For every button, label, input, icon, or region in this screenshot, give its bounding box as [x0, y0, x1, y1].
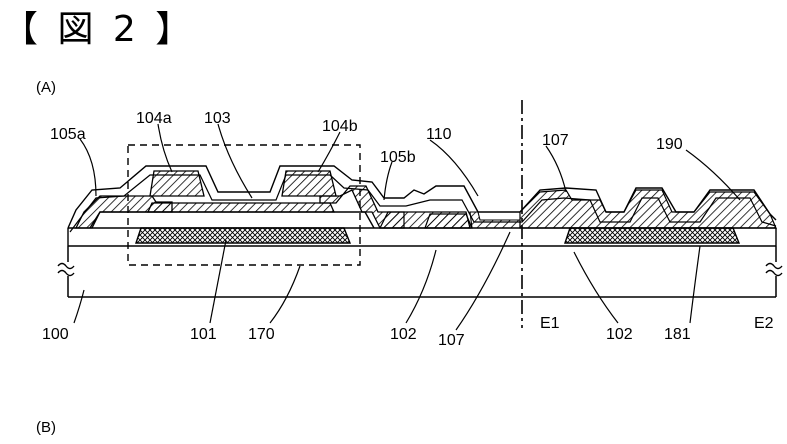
wiring-110: [470, 212, 520, 228]
layer-181: [565, 228, 739, 243]
gate-insulator: [90, 212, 374, 228]
substrate-100: [58, 246, 782, 297]
ref-100: 100: [42, 326, 69, 343]
ref-181: 181: [664, 326, 691, 343]
pixel-electrode-190: [520, 190, 776, 228]
ref-102-right: 102: [606, 326, 633, 343]
ref-102-left: 102: [390, 326, 417, 343]
ref-e1: E1: [540, 315, 560, 332]
ref-107-bottom: 107: [438, 332, 465, 349]
ref-110: 110: [426, 126, 452, 143]
semiconductor-103: [148, 203, 334, 212]
ref-101: 101: [190, 326, 217, 343]
ref-105a: 105a: [50, 126, 86, 143]
ref-104a: 104a: [136, 110, 172, 127]
ref-104b: 104b: [322, 118, 358, 135]
electrode-105a: [76, 196, 172, 228]
ref-170: 170: [248, 326, 275, 343]
ref-103: 103: [204, 110, 231, 127]
ref-e2: E2: [754, 315, 774, 332]
layer-101: [136, 228, 350, 243]
ref-105b: 105b: [380, 149, 416, 166]
ref-190: 190: [656, 136, 683, 153]
ref-107-top: 107: [542, 132, 569, 149]
